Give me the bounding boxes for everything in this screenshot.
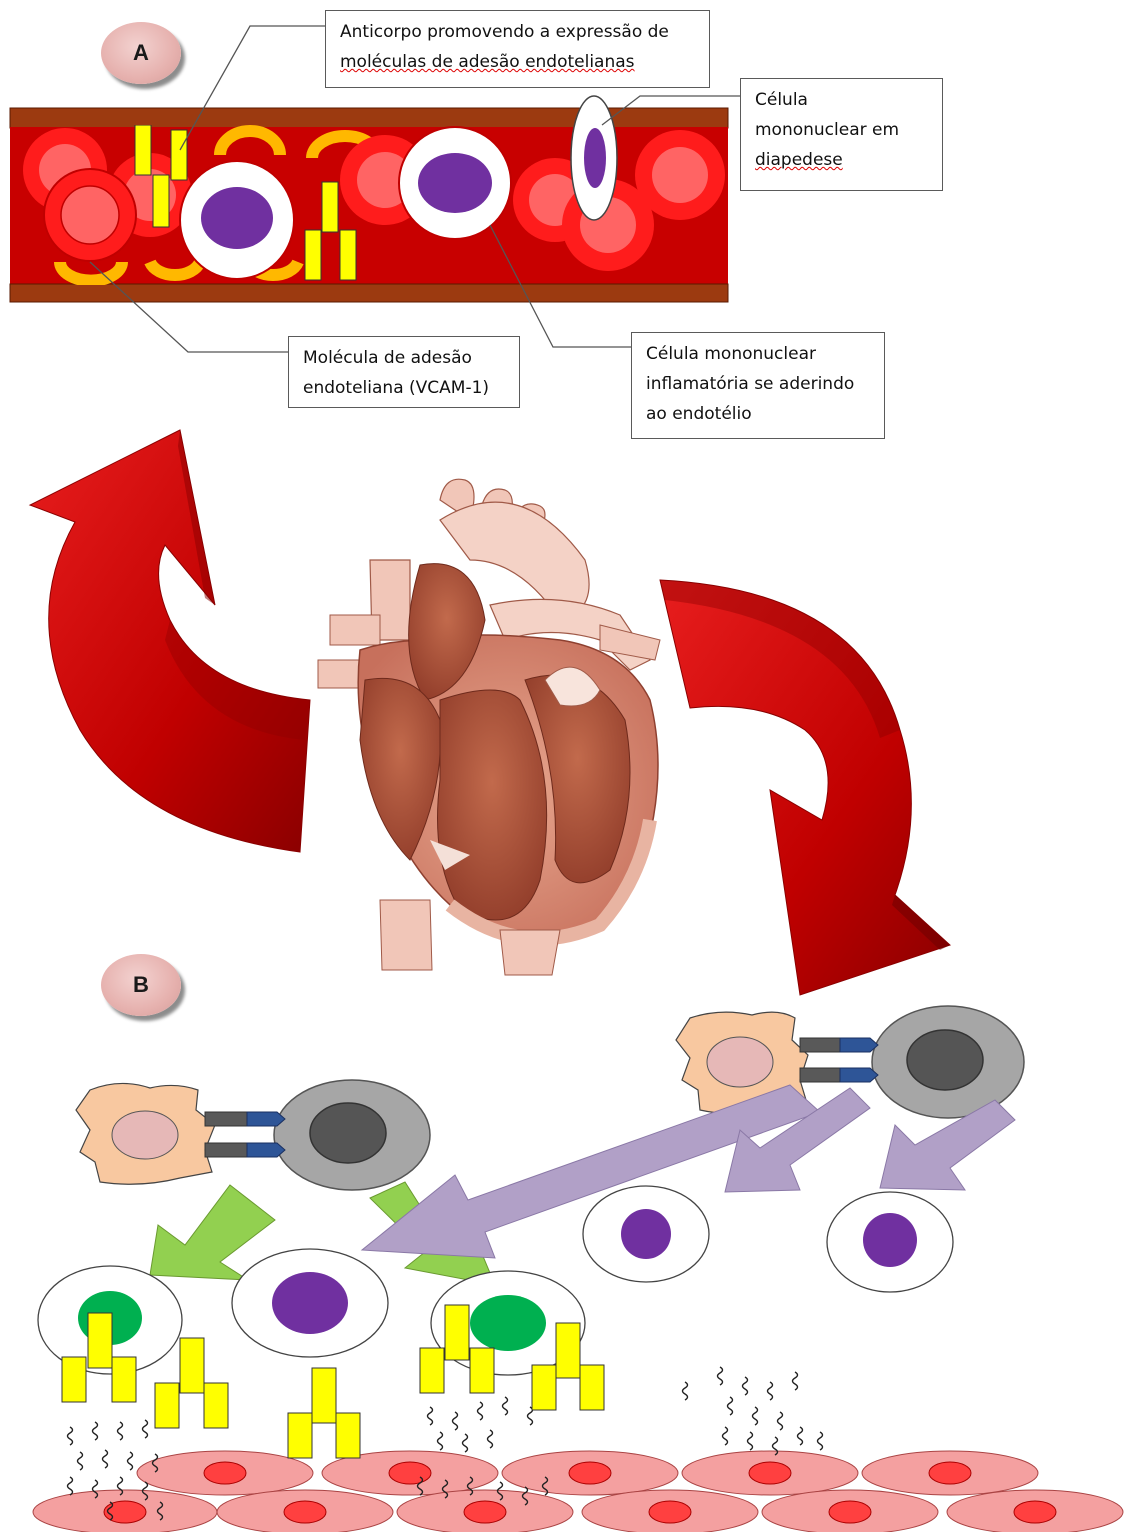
endothelial-cell [137,1451,313,1495]
heart-illustration [318,479,660,975]
effector-cell-purple [583,1186,709,1282]
red-cell [44,169,136,261]
cytokine-squiggle [793,1372,798,1390]
cytokine-squiggle [143,1420,148,1438]
cytokine-squiggle [728,1397,733,1415]
cytokine-squiggle [753,1407,758,1425]
callout-adhering-line-3: ao endotélio [646,399,870,429]
endothelial-cell [33,1490,217,1532]
apc-nucleus [112,1111,178,1159]
cytokine-squiggle [428,1407,433,1425]
panel-b-marker: B [101,954,181,1016]
endothelial-cell [762,1490,938,1532]
cytokine-squiggle [128,1452,133,1470]
callout-antibody-line-1: Anticorpo promovendo a expressão de [340,17,695,47]
apc-nucleus [707,1037,773,1087]
receptor-pair [205,1112,285,1157]
cytokine-squiggle [748,1432,753,1450]
cytokine-squiggle [478,1402,483,1420]
endothelial-cell [217,1490,393,1532]
endothelial-cell [582,1490,758,1532]
blood-vessel [10,96,728,302]
cytokine-squiggle [718,1367,723,1385]
endothelial-cell [682,1451,858,1495]
cytokine-squiggle [768,1382,773,1400]
apc-tcell-pair-left [76,1080,430,1190]
cytokine-squiggle [68,1427,73,1445]
cytokine-squiggle [103,1450,108,1468]
cytokine-squiggle [798,1427,803,1445]
receptor-pair [800,1038,878,1082]
cytokine-squiggle [743,1377,748,1395]
mononuclear-cell-adhering-2 [399,127,511,239]
cytokine-squiggle [78,1452,83,1470]
cytokine-squiggle [778,1412,783,1430]
cytokine-squiggle [463,1434,468,1452]
cytokine-squiggle [93,1422,98,1440]
endothelial-cell [397,1490,573,1532]
callout-antibody: Anticorpo promovendo a expressão de molé… [325,10,710,88]
callout-adhesion-molecule: Molécula de adesão endoteliana (VCAM-1) [288,336,520,408]
cytokine-squiggle [118,1422,123,1440]
callout-adhering-line-1: Célula mononuclear [646,339,870,369]
mononuclear-cell-diapedesis [571,96,617,220]
mononuclear-cell-adhering [180,161,294,279]
callout-diapedesis-line-3: diapedese [755,145,928,175]
big-arrow-down-right [660,580,950,995]
t-cell-nucleus [907,1030,983,1090]
endothelial-cell [862,1451,1038,1495]
callout-antibody-line-2: moléculas de adesão endotelianas [340,47,695,77]
cytokine-squiggle [453,1412,458,1430]
effector-cell-purple [232,1249,388,1357]
callout-diapedesis-line-2: mononuclear em [755,115,928,145]
red-cell [635,130,725,220]
endothelial-cell [502,1451,678,1495]
big-arrow-up-left [30,430,310,852]
effector-cell-purple [827,1192,953,1292]
callout-diapedesis-line-1: Célula [755,85,928,115]
callout-adhesion-line-1: Molécula de adesão [303,343,505,373]
cytokine-squiggle [683,1382,688,1400]
endothelial-layer [33,1451,1123,1532]
cytokine-squiggle [488,1430,493,1448]
cytokine-squiggle [818,1432,823,1450]
t-cell-nucleus [310,1103,386,1163]
callout-adhering-cell: Célula mononuclear inflamatória se aderi… [631,332,885,439]
callout-diapedesis: Célula mononuclear em diapedese [740,78,943,191]
callout-adhesion-line-2: endoteliana (VCAM-1) [303,373,505,403]
callout-adhering-line-2: inflamatória se aderindo [646,369,870,399]
cytokine-squiggle [723,1427,728,1445]
endothelial-cell [947,1490,1123,1532]
cytokine-squiggle [503,1397,508,1415]
cytokine-squiggle [438,1432,443,1450]
panel-a-marker: A [101,22,181,84]
cytokine-squiggle [68,1477,73,1495]
